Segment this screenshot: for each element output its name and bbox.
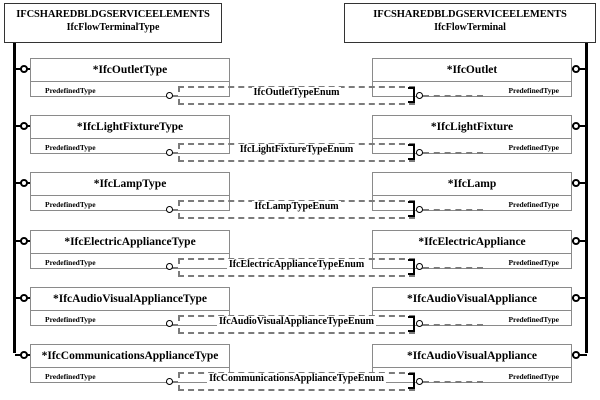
type-entity-box[interactable]: *IfcAudioVisualApplianceType PredefinedT… <box>30 286 230 326</box>
enum-type-box[interactable]: IfcElectricApplianceTypeEnum <box>178 257 415 277</box>
attribute-endpoint-right <box>416 320 423 328</box>
attribute-association-right <box>423 152 483 155</box>
type-entity-attribute: PredefinedType <box>45 314 96 324</box>
generalization-endpoint-left <box>20 351 28 359</box>
attribute-endpoint-left <box>166 263 173 271</box>
occurrence-entity-name: *IfcOutlet <box>373 59 571 82</box>
type-entity-attribute: PredefinedType <box>45 257 96 267</box>
enum-type-label: IfcLampTypeEnum <box>252 201 341 213</box>
generalization-endpoint-right <box>572 236 580 245</box>
generalization-endpoint-right <box>572 293 580 302</box>
generalization-endpoint-left <box>20 236 28 245</box>
occurrence-entity-box[interactable]: *IfcAudioVisualAppliance PredefinedType <box>372 286 572 326</box>
attribute-endpoint-left <box>166 377 173 385</box>
generalization-endpoint-right <box>572 65 580 73</box>
enum-bracket-right <box>408 144 415 161</box>
occurrence-entity-name: *IfcElectricAppliance <box>373 231 571 254</box>
type-entity-attribute: PredefinedType <box>45 200 96 210</box>
attribute-endpoint-right <box>416 263 423 271</box>
type-entity-attribute: PredefinedType <box>45 143 96 153</box>
enum-type-box[interactable]: IfcCommunicationsApplianceTypeEnum <box>178 372 415 391</box>
type-entity-box[interactable]: *IfcOutletType PredefinedType <box>30 58 230 97</box>
type-entity-name: *IfcLightFixtureType <box>31 116 229 140</box>
type-entity-name: *IfcOutletType <box>31 59 229 82</box>
occurrence-entity-name: *IfcAudioVisualAppliance <box>373 288 571 311</box>
enum-type-label: IfcOutletTypeEnum <box>251 87 342 98</box>
occurrence-entity-attribute: PredefinedType <box>508 372 559 381</box>
occurrence-entity-name: *IfcLightFixture <box>373 116 571 140</box>
type-entity-box[interactable]: *IfcElectricApplianceType PredefinedType <box>30 229 230 269</box>
occurrence-entity-box[interactable]: *IfcLamp PredefinedType <box>372 172 572 212</box>
enum-type-label: IfcAudioVisualApplianceTypeEnum <box>216 315 377 327</box>
enum-type-label: IfcCommunicationsApplianceTypeEnum <box>207 373 386 384</box>
type-entity-name: *IfcAudioVisualApplianceType <box>31 288 229 311</box>
attribute-endpoint-left <box>166 205 173 213</box>
attribute-association-right <box>423 95 483 97</box>
generalization-endpoint-left <box>20 293 28 302</box>
package-header-left: IFCSHAREDBLDGSERVICEELEMENTS IfcFlowTerm… <box>4 3 222 43</box>
generalization-endpoint-left <box>20 65 28 73</box>
attribute-association-right <box>423 209 483 212</box>
type-entity-name: *IfcCommunicationsApplianceType <box>31 345 229 368</box>
generalization-endpoint-right <box>572 179 580 188</box>
occurrence-entity-attribute: PredefinedType <box>508 143 559 153</box>
attribute-endpoint-left <box>166 148 173 156</box>
occurrence-entity-attribute: PredefinedType <box>508 257 559 267</box>
enum-type-box[interactable]: IfcLampTypeEnum <box>178 200 415 220</box>
type-entity-box[interactable]: *IfcCommunicationsApplianceType Predefin… <box>30 344 230 383</box>
occurrence-entity-name: *IfcLamp <box>373 173 571 197</box>
type-entity-attribute: PredefinedType <box>45 372 96 381</box>
package-right-entity: IfcFlowTerminal <box>434 22 506 33</box>
enum-bracket-right <box>408 201 415 218</box>
enum-bracket-right <box>408 87 415 103</box>
attribute-endpoint-right <box>416 205 423 213</box>
attribute-endpoint-right <box>416 377 423 385</box>
occurrence-entity-box[interactable]: *IfcOutlet PredefinedType <box>372 58 572 97</box>
enum-type-label: IfcLightFixtureTypeEnum <box>237 144 356 156</box>
occurrence-entity-attribute: PredefinedType <box>508 314 559 324</box>
enum-bracket-right <box>408 258 415 275</box>
attribute-association-right <box>423 323 483 326</box>
attribute-endpoint-right <box>416 148 423 156</box>
enum-type-label: IfcElectricApplianceTypeEnum <box>226 258 367 270</box>
package-right-schema: IFCSHAREDBLDGSERVICEELEMENTS <box>373 9 567 20</box>
occurrence-entity-attribute: PredefinedType <box>508 86 559 95</box>
package-header-right: IFCSHAREDBLDGSERVICEELEMENTS IfcFlowTerm… <box>344 3 596 43</box>
enum-bracket-right <box>408 315 415 332</box>
type-entity-attribute: PredefinedType <box>45 86 96 95</box>
type-entity-box[interactable]: *IfcLampType PredefinedType <box>30 172 230 212</box>
occurrence-entity-attribute: PredefinedType <box>508 200 559 210</box>
attribute-endpoint-right <box>416 91 423 99</box>
occurrence-entity-box[interactable]: *IfcLightFixture PredefinedType <box>372 115 572 155</box>
attribute-association-right <box>423 266 483 269</box>
type-entity-box[interactable]: *IfcLightFixtureType PredefinedType <box>30 115 230 155</box>
attribute-endpoint-left <box>166 320 173 328</box>
enum-type-box[interactable]: IfcOutletTypeEnum <box>178 86 415 105</box>
enum-type-box[interactable]: IfcAudioVisualApplianceTypeEnum <box>178 314 415 334</box>
type-entity-name: *IfcElectricApplianceType <box>31 231 229 254</box>
package-left-entity: IfcFlowTerminalType <box>66 22 160 33</box>
enum-type-box[interactable]: IfcLightFixtureTypeEnum <box>178 143 415 163</box>
generalization-endpoint-right <box>572 351 580 359</box>
enum-bracket-right <box>408 373 415 389</box>
generalization-endpoint-left <box>20 122 28 131</box>
generalization-endpoint-right <box>572 122 580 131</box>
type-entity-name: *IfcLampType <box>31 173 229 197</box>
package-left-schema: IFCSHAREDBLDGSERVICEELEMENTS <box>16 9 210 20</box>
occurrence-entity-box[interactable]: *IfcAudioVisualAppliance PredefinedType <box>372 344 572 383</box>
generalization-endpoint-left <box>20 179 28 188</box>
occurrence-entity-name: *IfcAudioVisualAppliance <box>373 345 571 368</box>
generalization-trunk-right <box>585 43 588 353</box>
generalization-trunk-left <box>13 43 16 353</box>
attribute-association-right <box>423 381 483 383</box>
attribute-endpoint-left <box>166 91 173 99</box>
